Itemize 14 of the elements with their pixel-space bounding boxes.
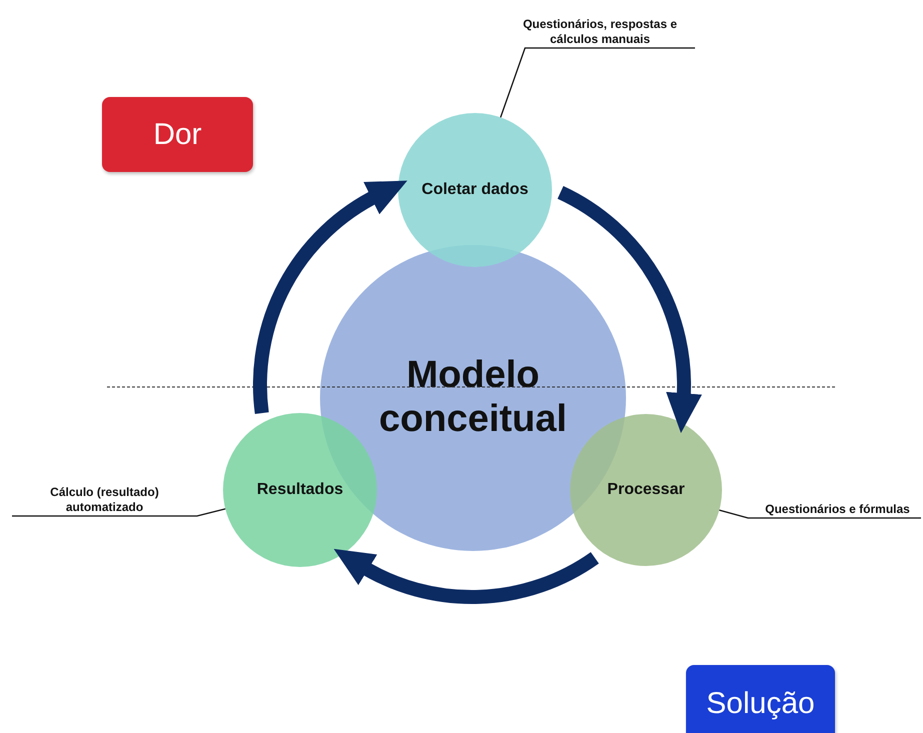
process-circle: Processar	[570, 414, 722, 566]
leader-line	[12, 508, 226, 517]
callout-text: Questionários e fórmulas	[752, 498, 923, 518]
label-box: Dor	[102, 97, 253, 172]
label-box: Solução	[686, 665, 835, 733]
leader-line	[500, 47, 695, 118]
leader-line	[719, 510, 921, 519]
callout-text: Questionários, respostas e cálculos manuais	[505, 12, 695, 48]
callout-text: Cálculo (resultado) automatizado	[12, 480, 197, 516]
process-circle: Coletar dados	[398, 113, 552, 267]
curved-arrow	[332, 550, 598, 604]
curved-arrow	[253, 178, 406, 414]
curved-arrow	[557, 186, 702, 434]
process-circle: Resultados	[223, 413, 377, 567]
